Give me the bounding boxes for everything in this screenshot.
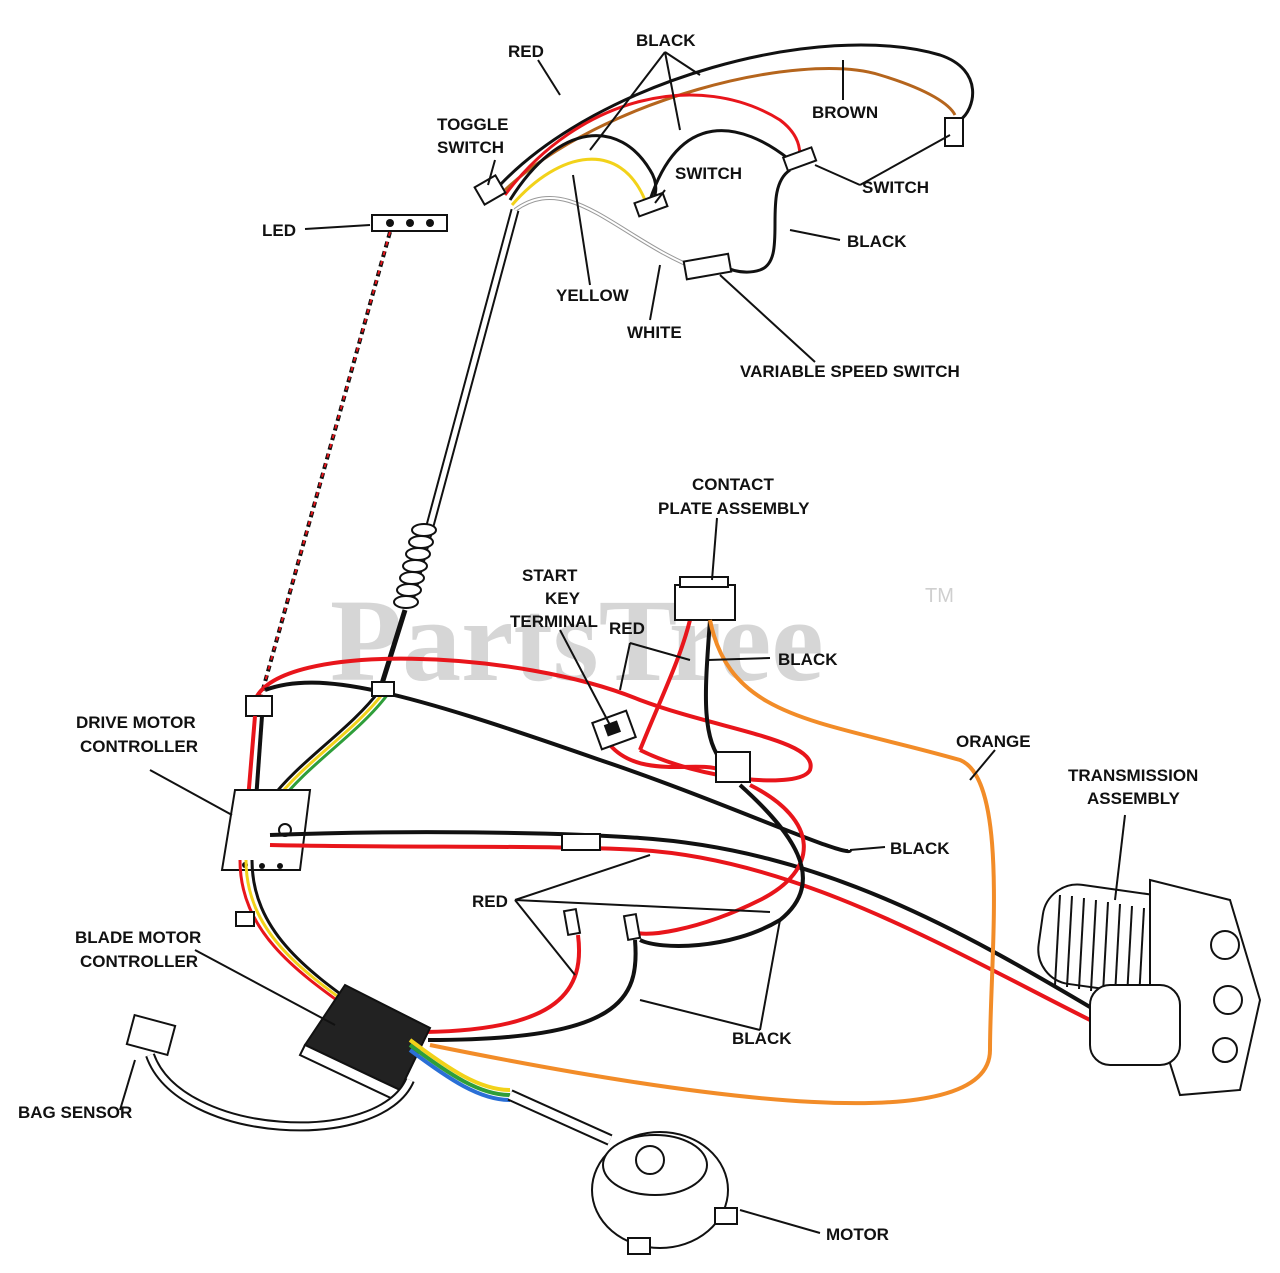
inline-connector	[561, 833, 601, 851]
leader-lines	[119, 51, 1126, 1234]
toggle-switch	[473, 173, 507, 207]
label-yellow: YELLOW	[556, 286, 630, 305]
wire-black-top-loop	[498, 43, 975, 187]
label-red-start: RED	[609, 619, 645, 638]
conduit-lower	[377, 609, 408, 691]
wire-white-outline	[513, 196, 701, 272]
wire-red-to-controller	[246, 715, 257, 801]
label-motor: MOTOR	[826, 1225, 889, 1244]
bag-sensor	[125, 1013, 177, 1057]
spade-terminal-1	[562, 907, 582, 937]
wire-yellow-motor	[408, 1038, 511, 1092]
switch-far-right	[944, 117, 964, 147]
label-orange: ORANGE	[956, 732, 1031, 751]
label-drive-motor-2: CONTROLLER	[80, 737, 198, 756]
label-transmission-1: TRANSMISSION	[1068, 766, 1198, 785]
label-led: LED	[262, 221, 296, 240]
wire-white	[514, 197, 701, 271]
label-start-key-3: TERMINAL	[510, 612, 598, 631]
label-black-contact: BLACK	[778, 650, 838, 669]
wire-black-transmission	[269, 830, 1097, 1012]
label-black-top: BLACK	[636, 31, 696, 50]
label-contact-plate-1: CONTACT	[692, 475, 774, 494]
wire-red-center-loop	[628, 783, 806, 936]
start-key-slot	[603, 720, 622, 737]
label-start-key-2: KEY	[545, 589, 581, 608]
motor-shaft	[635, 1145, 665, 1175]
drive-motor-controller	[220, 789, 312, 871]
wire-blue-motor	[408, 1048, 511, 1102]
motor-foot-2	[714, 1207, 738, 1225]
wire-green-motor	[408, 1043, 511, 1097]
harness-connector	[371, 681, 395, 697]
led-connector	[245, 695, 273, 717]
wire-harness-black	[268, 689, 382, 801]
bag-sensor-cable	[147, 1053, 413, 1130]
label-blade-motor-1: BLADE MOTOR	[75, 928, 201, 947]
contact-connector	[715, 751, 751, 783]
wire-orange	[429, 619, 996, 1106]
label-toggle-switch-2: SWITCH	[437, 138, 504, 157]
led-2	[406, 219, 414, 227]
watermark-trademark: TM	[925, 585, 954, 607]
label-black-bottom: BLACK	[732, 1029, 792, 1048]
contact-plate-assembly	[674, 584, 736, 621]
wire-red-start-key	[608, 743, 721, 772]
wire-black-switch-2	[648, 129, 791, 201]
label-white: WHITE	[627, 323, 682, 342]
wire-black-long	[264, 680, 852, 854]
switch-mid	[633, 191, 669, 218]
spring-coil	[393, 523, 437, 609]
label-start-key-1: START	[522, 566, 578, 585]
motor-cable	[508, 1091, 612, 1144]
variable-speed-switch	[682, 252, 733, 281]
led-1	[386, 219, 394, 227]
wire-harness-green	[276, 693, 390, 805]
contact-plate-pins	[679, 576, 729, 588]
wire-red-blade	[424, 934, 581, 1034]
motor-foot-1	[627, 1237, 651, 1255]
controller-screw-3	[277, 863, 283, 869]
label-blade-motor-2: CONTROLLER	[80, 952, 198, 971]
switch-right	[781, 146, 818, 173]
label-black-mid-right: BLACK	[890, 839, 950, 858]
spade-terminal-2	[622, 912, 642, 942]
label-red-mid: RED	[472, 892, 508, 911]
wire-black-switch	[508, 134, 658, 207]
wire-led-twisted-red	[259, 231, 391, 701]
wire-black-varswitch	[719, 168, 791, 274]
wire-red-top	[503, 93, 802, 196]
label-red-top: RED	[508, 42, 544, 61]
wire-red-transmission	[269, 843, 1091, 1022]
wire-red-contact	[638, 619, 692, 751]
label-toggle-switch-1: TOGGLE	[437, 115, 508, 134]
label-drive-motor-1: DRIVE MOTOR	[76, 713, 196, 732]
wire-black-center-loop	[639, 783, 805, 948]
transmission-assembly	[1037, 878, 1262, 1097]
led-3	[426, 219, 434, 227]
wire-yellow	[510, 157, 647, 206]
wire-brown	[503, 67, 957, 192]
wire-harness-yellow	[272, 691, 386, 803]
label-transmission-2: ASSEMBLY	[1087, 789, 1181, 808]
label-variable-speed-switch: VARIABLE SPEED SWITCH	[740, 362, 960, 381]
harness-sleeve	[235, 911, 255, 927]
label-brown: BROWN	[812, 103, 878, 122]
wire-black-blade	[427, 939, 638, 1042]
wire-black-to-controller	[254, 715, 264, 801]
controller-screw-2	[259, 863, 265, 869]
label-bag-sensor: BAG SENSOR	[18, 1103, 132, 1122]
label-contact-plate-2: PLATE ASSEMBLY	[658, 499, 810, 518]
label-switch-mid: SWITCH	[675, 164, 742, 183]
label-switch-right: SWITCH	[862, 178, 929, 197]
label-black-right-top: BLACK	[847, 232, 907, 251]
